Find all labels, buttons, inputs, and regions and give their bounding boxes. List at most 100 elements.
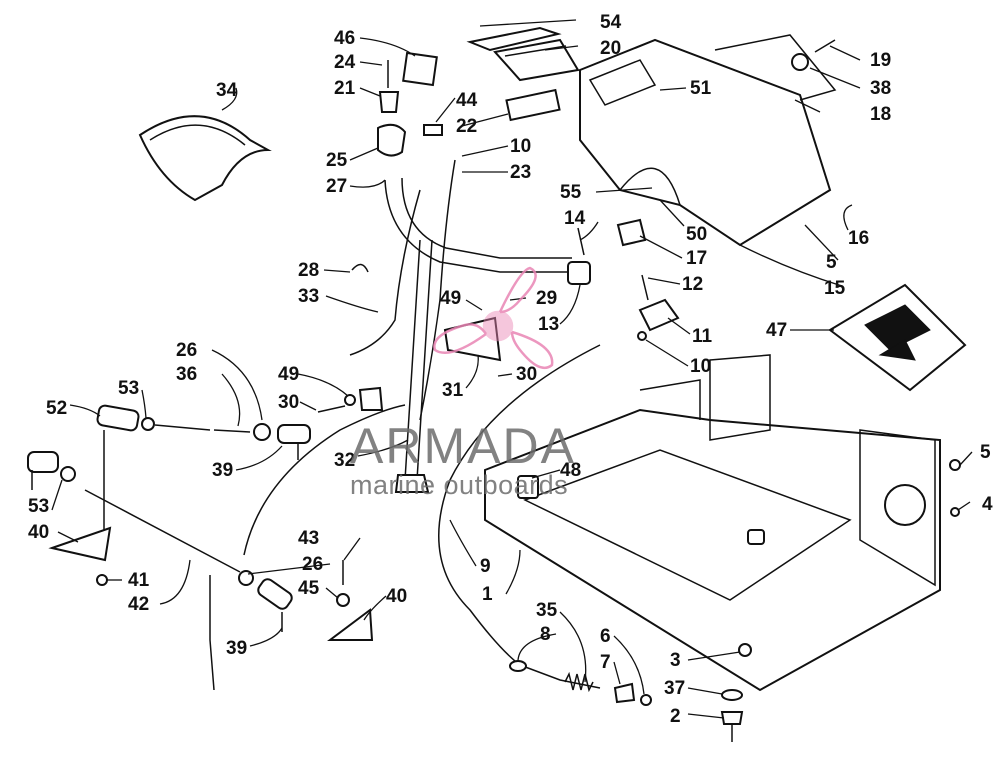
drag-link-42 bbox=[84, 489, 241, 573]
column-base-32 bbox=[394, 474, 430, 493]
callout-15: 15 bbox=[824, 278, 846, 299]
decal-54 bbox=[466, 26, 562, 52]
fitting-7 bbox=[613, 682, 636, 704]
callout-3: 3 bbox=[670, 650, 681, 671]
tag-44 bbox=[423, 124, 443, 136]
callout-7: 7 bbox=[600, 652, 611, 673]
plate-40b bbox=[327, 608, 374, 641]
fitting-13 bbox=[567, 261, 591, 285]
callout-48: 48 bbox=[560, 460, 581, 481]
callout-10b: 10 bbox=[690, 356, 711, 377]
watermark-tagline: marine outboards bbox=[350, 470, 568, 500]
callout-40a: 40 bbox=[28, 522, 49, 543]
callout-27: 27 bbox=[326, 176, 347, 197]
grip-25 bbox=[377, 123, 407, 157]
callout-39a: 39 bbox=[212, 460, 233, 481]
callout-5a: 5 bbox=[980, 442, 991, 463]
callout-53b: 53 bbox=[28, 496, 49, 517]
callout-21: 21 bbox=[334, 78, 356, 99]
decal-46 bbox=[402, 51, 438, 87]
callout-6: 6 bbox=[600, 626, 611, 647]
callout-13: 13 bbox=[538, 314, 559, 335]
watermark: ARMADA marine outboards bbox=[350, 266, 576, 500]
callout-50: 50 bbox=[686, 224, 707, 245]
callout-47: 47 bbox=[766, 320, 787, 341]
callout-45: 45 bbox=[298, 578, 320, 599]
callout-53a: 53 bbox=[118, 378, 139, 399]
propeller-logo-icon bbox=[433, 266, 554, 370]
frame-1 bbox=[484, 408, 941, 692]
panel-15 bbox=[714, 34, 837, 101]
bolt-2 bbox=[720, 711, 744, 725]
callout-19: 19 bbox=[870, 50, 891, 71]
callout-29: 29 bbox=[536, 288, 557, 309]
callout-33: 33 bbox=[298, 286, 319, 307]
callout-16: 16 bbox=[848, 228, 869, 249]
seat-pan-18 bbox=[579, 38, 832, 247]
callout-49a: 49 bbox=[440, 288, 461, 309]
callout-25: 25 bbox=[326, 150, 348, 171]
callout-39b: 39 bbox=[226, 638, 247, 659]
console-cover bbox=[138, 115, 272, 202]
tiller-tube bbox=[384, 179, 570, 273]
rod-end-39b bbox=[257, 578, 293, 610]
callout-40b: 40 bbox=[386, 586, 407, 607]
callout-23: 23 bbox=[510, 162, 531, 183]
callout-41: 41 bbox=[128, 570, 150, 591]
plug-48 bbox=[517, 475, 539, 499]
rod-end-39a bbox=[277, 424, 311, 444]
callout-36: 36 bbox=[176, 364, 197, 385]
callout-17: 17 bbox=[686, 248, 707, 269]
tie-rod-36 bbox=[154, 424, 211, 431]
callout-11: 11 bbox=[692, 326, 713, 347]
callout-49b: 49 bbox=[278, 364, 299, 385]
callout-26a: 26 bbox=[176, 340, 197, 361]
decal-20 bbox=[493, 38, 580, 82]
callout-5b: 5 bbox=[826, 252, 837, 273]
watermark-brand: ARMADA bbox=[350, 418, 576, 474]
spring-35 bbox=[564, 671, 594, 693]
callout-20: 20 bbox=[600, 38, 621, 59]
plate-40a bbox=[48, 526, 112, 562]
cable-sleeve bbox=[209, 575, 215, 691]
callout-38: 38 bbox=[870, 78, 891, 99]
callout-43: 43 bbox=[298, 528, 319, 549]
callout-14: 14 bbox=[564, 208, 586, 229]
callout-12: 12 bbox=[682, 274, 703, 295]
callout-34: 34 bbox=[216, 80, 238, 101]
callout-24: 24 bbox=[334, 52, 356, 73]
callout-4: 4 bbox=[982, 494, 993, 515]
part-drawings bbox=[27, 26, 967, 742]
decal-22 bbox=[505, 88, 561, 122]
callout-52: 52 bbox=[46, 398, 67, 419]
callout-10a: 10 bbox=[510, 136, 531, 157]
rod-end-52 bbox=[96, 404, 140, 432]
callout-2: 2 bbox=[670, 706, 681, 727]
callout-31: 31 bbox=[442, 380, 464, 401]
callout-18: 18 bbox=[870, 104, 891, 125]
callout-44: 44 bbox=[456, 90, 478, 111]
callout-46: 46 bbox=[334, 28, 355, 49]
callout-55: 55 bbox=[560, 182, 582, 203]
knob-21 bbox=[378, 91, 400, 113]
callout-26b: 26 bbox=[302, 554, 323, 575]
callout-51: 51 bbox=[690, 78, 712, 99]
callout-8: 8 bbox=[540, 624, 551, 645]
latch-11 bbox=[638, 298, 680, 332]
leader-lines bbox=[51, 19, 973, 719]
callout-9: 9 bbox=[480, 556, 491, 577]
switch-17 bbox=[616, 218, 647, 247]
callout-42: 42 bbox=[128, 594, 149, 615]
callout-35: 35 bbox=[536, 600, 558, 621]
knob-38 bbox=[791, 53, 809, 71]
callout-numbers: 1 2 3 4 5 5 6 7 8 9 10 10 11 12 13 14 15… bbox=[28, 12, 993, 727]
callout-32: 32 bbox=[334, 450, 355, 471]
callout-37: 37 bbox=[664, 678, 685, 699]
callout-22: 22 bbox=[456, 116, 477, 137]
callout-30b: 30 bbox=[278, 392, 299, 413]
callout-28: 28 bbox=[298, 260, 319, 281]
callout-30a: 30 bbox=[516, 364, 537, 385]
callout-54: 54 bbox=[600, 12, 622, 33]
